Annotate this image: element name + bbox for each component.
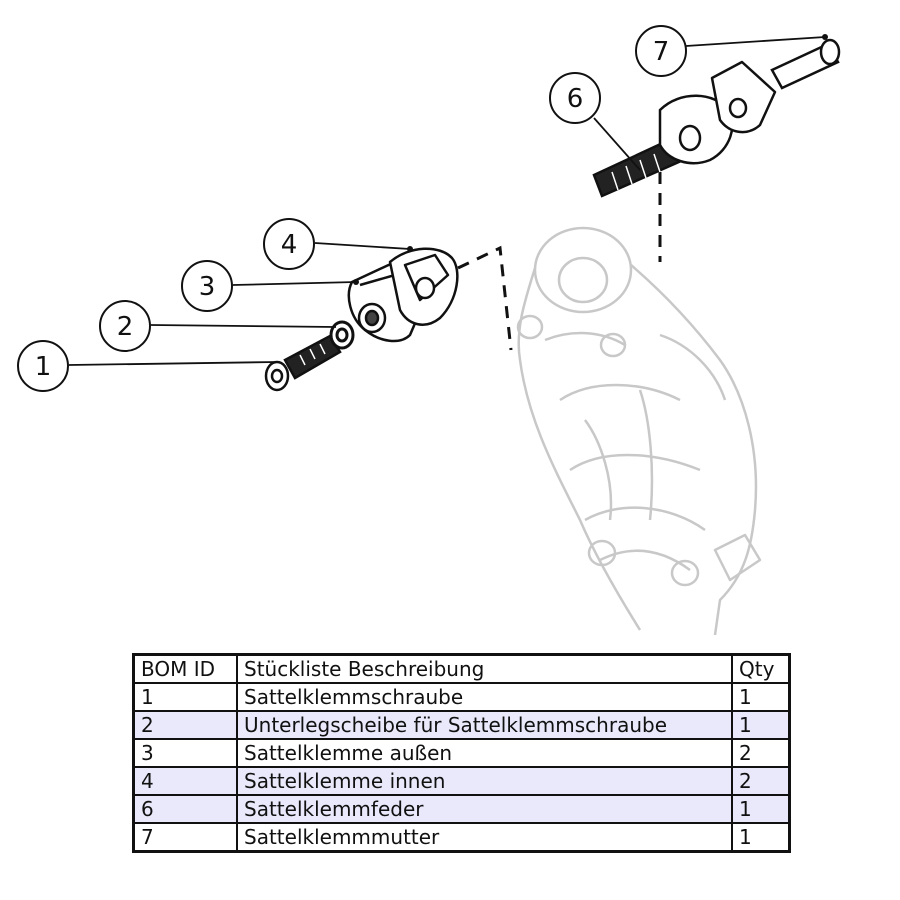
bom-cell-description: Sattelklemme außen [236, 738, 733, 768]
bom-cell-qty: 1 [731, 794, 791, 824]
bom-cell-id: 2 [132, 710, 238, 740]
part-clamp-upper [710, 60, 777, 134]
bom-cell-qty: 2 [731, 766, 791, 796]
table-row: 2 Unterlegscheibe für Sattelklemmschraub… [132, 710, 791, 740]
bom-header-row: BOM ID Stückliste Beschreibung Qty [132, 653, 791, 684]
bom-header-id: BOM ID [132, 653, 238, 684]
part-washer [329, 320, 355, 350]
table-row: 4 Sattelklemme innen 2 [132, 766, 791, 796]
bom-cell-qty: 1 [731, 682, 791, 712]
callout-1-label: 1 [35, 352, 52, 382]
bom-cell-description: Sattelklemmschraube [236, 682, 733, 712]
part-spring [592, 94, 734, 198]
callout-2-label: 2 [117, 312, 134, 342]
callout-7: 7 [635, 25, 687, 77]
seatpost-head-ghost [516, 226, 762, 636]
table-row: 1 Sattelklemmschraube 1 [132, 682, 791, 712]
callout-3: 3 [181, 260, 233, 312]
bom-cell-qty: 2 [731, 738, 791, 768]
table-row: 6 Sattelklemmfeder 1 [132, 794, 791, 824]
bom-header-qty: Qty [731, 653, 791, 684]
bom-cell-description: Sattelklemmfeder [236, 794, 733, 824]
bom-cell-description: Sattelklemme innen [236, 766, 733, 796]
bom-cell-description: Unterlegscheibe für Sattelklemmschraube [236, 710, 733, 740]
callout-4: 4 [263, 218, 315, 270]
callout-6: 6 [549, 72, 601, 124]
bom-header-description: Stückliste Beschreibung [236, 653, 733, 684]
bom-cell-qty: 1 [731, 710, 791, 740]
callout-leader-dots [353, 34, 828, 285]
bom-cell-description: Sattelklemmmutter [236, 822, 733, 853]
callout-6-label: 6 [567, 84, 584, 114]
callout-7-label: 7 [653, 37, 670, 67]
exploded-parts-diagram: 1 2 3 4 6 7 [17, 25, 841, 636]
bom-cell-id: 6 [132, 794, 238, 824]
bom-cell-id: 7 [132, 822, 238, 853]
part-clamp-inner [388, 247, 459, 326]
callout-4-label: 4 [281, 230, 298, 260]
callout-2: 2 [99, 300, 151, 352]
callout-1: 1 [17, 340, 69, 392]
assembly-path-lines [457, 172, 662, 351]
bom-cell-id: 1 [132, 682, 238, 712]
bom-cell-qty: 1 [731, 822, 791, 853]
bom-cell-id: 3 [132, 738, 238, 768]
callout-leaders [68, 36, 826, 366]
callout-3-label: 3 [199, 272, 216, 302]
part-bolt [264, 334, 342, 392]
bom-cell-id: 4 [132, 766, 238, 796]
table-row: 3 Sattelklemme außen 2 [132, 738, 791, 768]
part-nut [770, 38, 841, 90]
bom-table: BOM ID Stückliste Beschreibung Qty 1 Sat… [132, 653, 791, 853]
table-row: 7 Sattelklemmmutter 1 [132, 822, 791, 853]
